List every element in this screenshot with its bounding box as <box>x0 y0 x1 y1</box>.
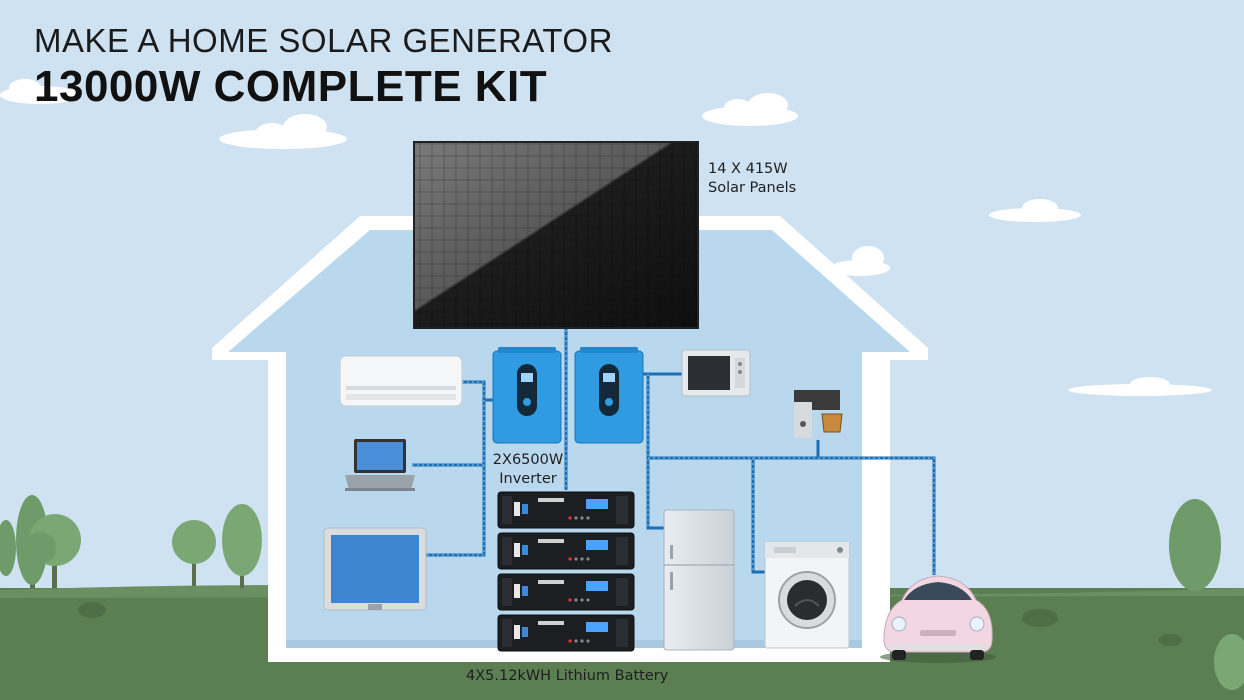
washing-machine-icon <box>764 541 850 649</box>
cloud-icon <box>830 246 890 276</box>
laptop-icon <box>345 439 415 491</box>
battery-module-icon <box>497 614 635 652</box>
inverter-icon <box>492 347 562 444</box>
solar-panels-label-line2: Solar Panels <box>708 180 797 196</box>
cloud-icon <box>0 79 80 104</box>
solar-panel-icon <box>413 141 699 329</box>
title-line-2: 13000W COMPLETE KIT <box>34 62 548 111</box>
car-icon <box>880 575 996 663</box>
inverter-label-line2: Inverter <box>499 471 557 487</box>
microwave-icon <box>681 349 751 397</box>
refrigerator-icon <box>663 509 735 651</box>
monitor-icon <box>323 527 427 611</box>
cloud-icon <box>1068 377 1212 396</box>
inverter-icon <box>574 347 644 444</box>
cloud-icon <box>989 199 1081 222</box>
tree-icon <box>1214 634 1244 690</box>
battery-module-icon <box>497 532 635 570</box>
solar-panels-label: 14 X 415W Solar Panels <box>708 160 796 198</box>
battery-module-icon <box>497 491 635 529</box>
battery-stack <box>497 491 635 652</box>
tree-icon <box>172 520 216 586</box>
tree-icon <box>24 514 81 588</box>
inverter-label-line1: 2X6500W <box>492 452 564 468</box>
tree-icon <box>0 520 16 576</box>
battery-module-icon <box>497 573 635 611</box>
title-line-1: MAKE A HOME SOLAR GENERATOR <box>34 22 613 59</box>
solar-panels-label-line1: 14 X 415W <box>708 161 788 177</box>
cloud-icon <box>702 93 798 126</box>
cloud-icon <box>219 114 347 149</box>
battery-label: 4X5.12kWH Lithium Battery <box>466 668 669 684</box>
tree-icon <box>222 504 262 588</box>
inverter-label: 2X6500W Inverter <box>488 451 568 489</box>
coffee-machine-icon <box>794 390 843 438</box>
tree-icon <box>1169 499 1221 591</box>
air-conditioner-icon <box>339 355 463 407</box>
